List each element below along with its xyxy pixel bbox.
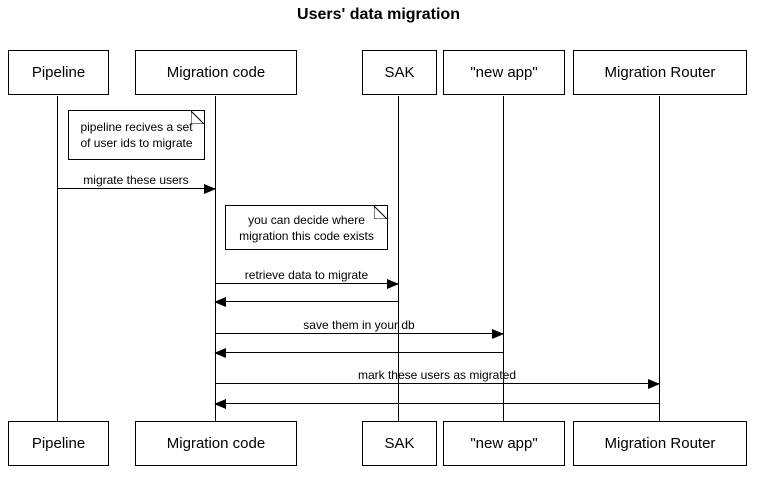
participant-label: Migration code — [166, 64, 266, 81]
participant-label: SAK — [384, 435, 415, 452]
participant-new-app-top: "new app" — [443, 50, 565, 95]
note-text-line: migration this code exists — [239, 228, 374, 243]
diagram-title: Users' data migration — [297, 6, 460, 23]
lifeline-migration-router — [659, 96, 660, 421]
lifeline-migration-code — [215, 96, 216, 421]
message-label: retrieve data to migrate — [244, 268, 369, 282]
participant-label: "new app" — [470, 435, 538, 452]
participant-pipeline-top: Pipeline — [8, 50, 109, 95]
message-return-from-router — [214, 387, 659, 409]
note-fold-icon — [191, 111, 204, 124]
participant-label: Migration Router — [604, 64, 716, 81]
participant-label: Pipeline — [31, 435, 86, 452]
participant-label: Migration code — [166, 435, 266, 452]
message-label: migrate these users — [83, 173, 189, 187]
message-migrate-these-users: migrate these users — [57, 172, 216, 194]
participant-migration-code-top: Migration code — [135, 50, 297, 95]
arrowhead-right-icon — [492, 329, 504, 339]
participant-pipeline-bottom: Pipeline — [8, 421, 109, 466]
lifeline-pipeline — [57, 96, 58, 421]
message-line — [57, 188, 215, 189]
arrowhead-right-icon — [387, 279, 399, 289]
message-mark-migrated: mark these users as migrated — [215, 367, 660, 389]
message-label: mark these users as migrated — [357, 368, 517, 382]
note-text-line: you can decide where — [248, 212, 365, 227]
message-line — [215, 352, 503, 353]
participant-label: Pipeline — [31, 64, 86, 81]
note-fold-icon — [374, 206, 387, 219]
arrowhead-right-icon — [204, 184, 216, 194]
participant-label: "new app" — [470, 64, 538, 81]
note-text-line: of user ids to migrate — [80, 136, 193, 150]
message-line — [215, 333, 503, 334]
note-code-location: you can decide where migration this code… — [225, 205, 388, 250]
message-line — [215, 283, 398, 284]
message-save-in-db: save them in your db — [215, 317, 504, 339]
note-text-line: pipeline recives a set — [80, 120, 193, 134]
message-line — [215, 403, 659, 404]
arrowhead-left-icon — [214, 297, 226, 307]
participant-new-app-bottom: "new app" — [443, 421, 565, 466]
arrowhead-left-icon — [214, 399, 226, 409]
participant-migration-router-bottom: Migration Router — [573, 421, 747, 466]
participant-sak-top: SAK — [362, 50, 437, 95]
arrowhead-right-icon — [648, 379, 660, 389]
participant-migration-router-top: Migration Router — [573, 50, 747, 95]
message-line — [215, 301, 398, 302]
message-return-from-new-app — [214, 336, 503, 358]
note-pipeline-receives: pipeline recives a set of user ids to mi… — [68, 110, 205, 160]
participant-label: Migration Router — [604, 435, 716, 452]
participant-sak-bottom: SAK — [362, 421, 437, 466]
participant-migration-code-bottom: Migration code — [135, 421, 297, 466]
message-retrieve-data: retrieve data to migrate — [215, 267, 399, 289]
message-return-from-sak — [214, 285, 398, 307]
participant-label: SAK — [384, 64, 415, 81]
lifeline-sak — [398, 96, 399, 421]
message-line — [215, 383, 659, 384]
message-label: save them in your db — [303, 318, 415, 332]
arrowhead-left-icon — [214, 348, 226, 358]
lifeline-new-app — [503, 96, 504, 421]
